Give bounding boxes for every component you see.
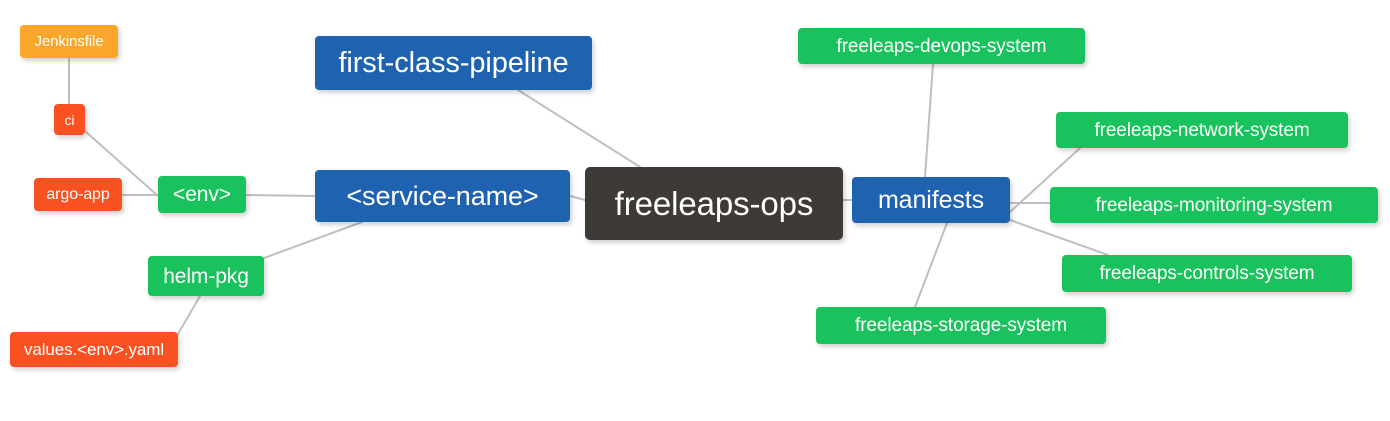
node-pipeline[interactable]: first-class-pipeline [315,36,592,90]
node-label: freeleaps-ops [614,185,814,222]
edge-manifests-to-controls-sys [1009,219,1109,256]
node-root[interactable]: freeleaps-ops [585,167,843,240]
node-label: first-class-pipeline [338,46,569,79]
node-label: freeleaps-devops-system [836,35,1047,57]
edge-env-to-service-name [245,194,316,197]
node-manifests[interactable]: manifests [852,177,1010,223]
node-jenkinsfile[interactable]: Jenkinsfile [20,25,118,58]
node-label: argo-app [46,185,110,203]
node-devops-sys[interactable]: freeleaps-devops-system [798,28,1085,64]
node-network-sys[interactable]: freeleaps-network-system [1056,112,1348,148]
node-label: manifests [877,185,985,214]
edge-service-name-to-root [569,195,586,201]
node-label: freeleaps-storage-system [855,315,1067,336]
node-label: ci [64,111,75,128]
node-label: <env> [173,183,231,206]
edge-values-yaml-to-helm-pkg [177,295,201,335]
node-controls-sys[interactable]: freeleaps-controls-system [1062,255,1352,292]
node-storage-sys[interactable]: freeleaps-storage-system [816,307,1106,344]
edge-pipeline-to-root [517,89,641,168]
node-ci[interactable]: ci [54,104,85,135]
node-argo-app[interactable]: argo-app [34,178,122,211]
node-label: Jenkinsfile [34,33,104,50]
node-values-yaml[interactable]: values.<env>.yaml [10,332,178,367]
node-label: freeleaps-controls-system [1099,263,1315,284]
node-monitor-sys[interactable]: freeleaps-monitoring-system [1050,187,1378,223]
node-env[interactable]: <env> [158,176,246,213]
node-label: freeleaps-network-system [1094,119,1310,141]
edge-manifests-to-storage-sys [914,222,948,308]
node-helm-pkg[interactable]: helm-pkg [148,256,264,296]
node-label: values.<env>.yaml [23,340,165,359]
edge-manifests-to-devops-sys [924,63,934,178]
edge-helm-pkg-to-service-name [263,221,363,259]
node-label: helm-pkg [163,264,249,288]
node-service-name[interactable]: <service-name> [315,170,570,222]
node-label: <service-name> [346,180,539,211]
node-label: freeleaps-monitoring-system [1095,194,1333,216]
